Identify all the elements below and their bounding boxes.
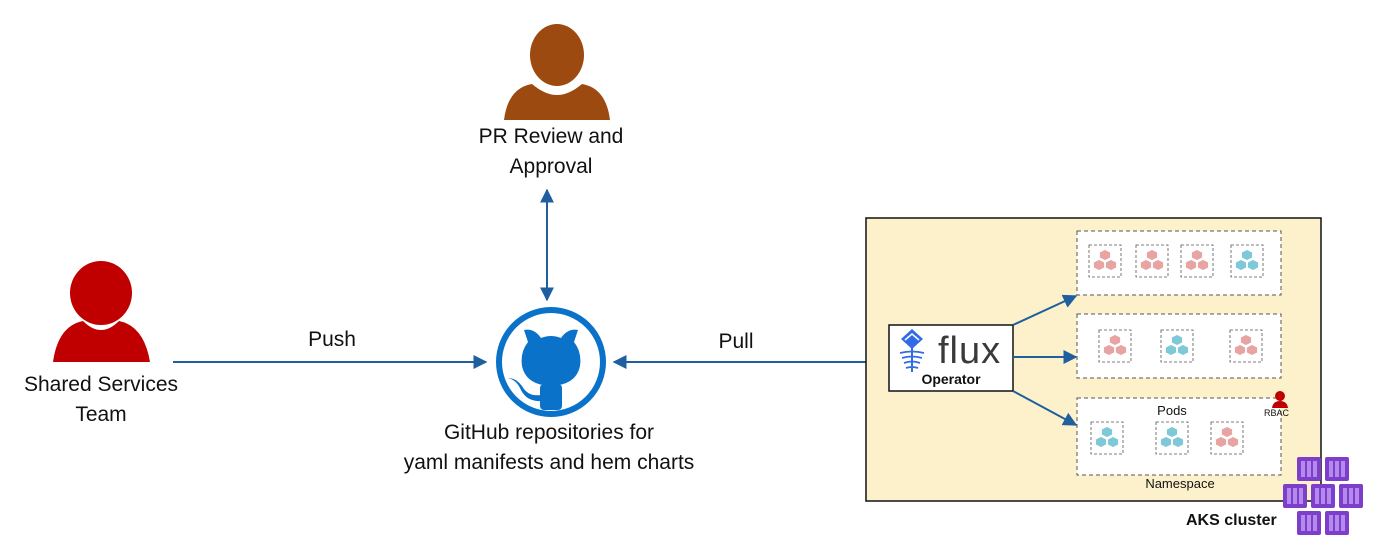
github-logo-icon [496, 307, 606, 417]
team-label-line1: Shared Services [23, 373, 179, 396]
reviewer-label-line1: PR Review and [478, 125, 624, 148]
operator-label: Operator [921, 371, 981, 387]
pod-icon [1180, 244, 1214, 278]
pod-icon [1155, 421, 1189, 455]
pod-icon [1230, 244, 1264, 278]
github-label-line1: GitHub repositories for [443, 421, 655, 444]
aks-cube-icon [1311, 484, 1335, 508]
aks-cube-icon [1283, 484, 1307, 508]
pod-icon [1098, 329, 1132, 363]
rbac-person-icon [1272, 391, 1288, 408]
operator-arrow-3 [1012, 390, 1078, 426]
aks-cluster-icon [1283, 457, 1363, 535]
rbac-label: RBAC [1264, 408, 1290, 418]
pod-icon [1160, 329, 1194, 363]
team-label: Shared Services Team [0, 370, 202, 430]
pod-icon [1088, 244, 1122, 278]
pods-layer [1088, 244, 1264, 455]
pod-icon [1210, 421, 1244, 455]
reviewer-person-icon [504, 24, 610, 120]
team-label-line2: Team [75, 403, 127, 426]
pod-icon [1229, 329, 1263, 363]
flux-wordmark: flux [938, 330, 1002, 372]
aks-cube-icon [1297, 511, 1321, 535]
team-person-icon [53, 261, 150, 362]
flux-logo-icon [899, 329, 925, 372]
aks-cluster-label: AKS cluster [1186, 512, 1277, 529]
reviewer-label: PR Review and Approval [446, 122, 656, 182]
github-label-line2: yaml manifests and hem charts [403, 451, 695, 474]
reviewer-label-line2: Approval [509, 155, 593, 178]
aks-cube-icon [1325, 457, 1349, 481]
operator-arrow-1 [1012, 294, 1078, 326]
pull-label: Pull [718, 330, 754, 353]
pod-icon [1135, 244, 1169, 278]
aks-cube-icon [1339, 484, 1363, 508]
github-label: GitHub repositories for yaml manifests a… [369, 418, 729, 478]
pods-label: Pods [1157, 403, 1187, 418]
pod-icon [1090, 421, 1124, 455]
namespace-label: Namespace [1145, 476, 1215, 491]
aks-cube-icon [1297, 457, 1321, 481]
push-label: Push [308, 328, 356, 351]
aks-cube-icon [1325, 511, 1349, 535]
